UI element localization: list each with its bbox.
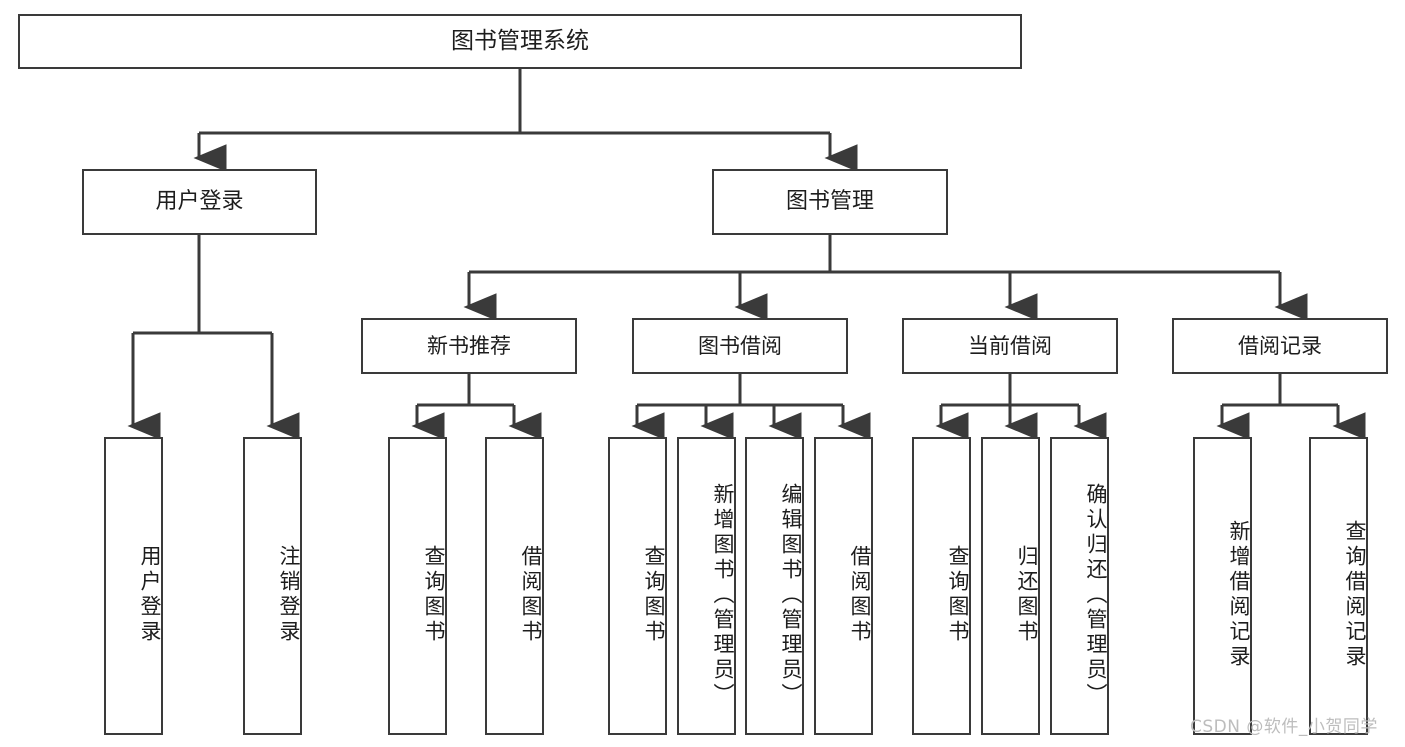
node-label: 用户登录 bbox=[155, 189, 244, 215]
node-label: 图书管理 bbox=[785, 189, 874, 215]
leaf-borrow-add-book-admin[interactable]: 新增图书（管理员） bbox=[677, 437, 736, 735]
node-root-book-management-system[interactable]: 图书管理系统 bbox=[18, 14, 1022, 69]
node-label: 新增借阅记录 bbox=[1227, 520, 1251, 670]
leaf-borrow-query-books[interactable]: 查询图书 bbox=[608, 437, 667, 735]
node-label: 借阅图书 bbox=[848, 545, 872, 645]
leaf-current-confirm-return-admin[interactable]: 确认归还（管理员） bbox=[1050, 437, 1109, 735]
leaf-borrow-borrow-books[interactable]: 借阅图书 bbox=[814, 437, 873, 735]
leaf-user-login-login[interactable]: 用户登录 bbox=[104, 437, 163, 735]
node-book-borrowing[interactable]: 图书借阅 bbox=[632, 318, 848, 374]
node-label: 查询图书 bbox=[946, 545, 970, 645]
node-label: 注销登录 bbox=[277, 545, 301, 645]
node-label: 确认归还（管理员） bbox=[1084, 482, 1108, 708]
leaf-current-return-books[interactable]: 归还图书 bbox=[981, 437, 1040, 735]
node-label: 新书推荐 bbox=[427, 333, 511, 358]
node-label: 编辑图书（管理员） bbox=[779, 482, 803, 708]
node-label: 用户登录 bbox=[138, 545, 162, 645]
leaf-borrow-edit-book-admin[interactable]: 编辑图书（管理员） bbox=[745, 437, 804, 735]
node-label: 归还图书 bbox=[1015, 545, 1039, 645]
node-label: 借阅图书 bbox=[519, 545, 543, 645]
node-label: 借阅记录 bbox=[1238, 333, 1322, 358]
leaf-record-query-borrow-record[interactable]: 查询借阅记录 bbox=[1309, 437, 1368, 735]
leaf-new-book-query-books[interactable]: 查询图书 bbox=[388, 437, 447, 735]
leaf-new-book-borrow-books[interactable]: 借阅图书 bbox=[485, 437, 544, 735]
csdn-watermark: CSDN @软件_小贺同学 bbox=[1190, 717, 1378, 737]
node-label: 查询图书 bbox=[422, 545, 446, 645]
node-label: 图书借阅 bbox=[698, 333, 782, 358]
node-label: 新增图书（管理员） bbox=[711, 482, 735, 708]
node-new-book-recommendation[interactable]: 新书推荐 bbox=[361, 318, 577, 374]
leaf-record-add-borrow-record[interactable]: 新增借阅记录 bbox=[1193, 437, 1252, 735]
leaf-user-login-logout[interactable]: 注销登录 bbox=[243, 437, 302, 735]
node-book-management[interactable]: 图书管理 bbox=[712, 169, 948, 235]
node-current-borrowing[interactable]: 当前借阅 bbox=[902, 318, 1118, 374]
node-label: 当前借阅 bbox=[968, 333, 1052, 358]
node-user-login[interactable]: 用户登录 bbox=[82, 169, 317, 235]
node-borrowing-records[interactable]: 借阅记录 bbox=[1172, 318, 1388, 374]
node-label: 查询借阅记录 bbox=[1343, 520, 1367, 670]
node-label: 图书管理系统 bbox=[451, 27, 589, 54]
leaf-current-query-books[interactable]: 查询图书 bbox=[912, 437, 971, 735]
node-label: 查询图书 bbox=[642, 545, 666, 645]
